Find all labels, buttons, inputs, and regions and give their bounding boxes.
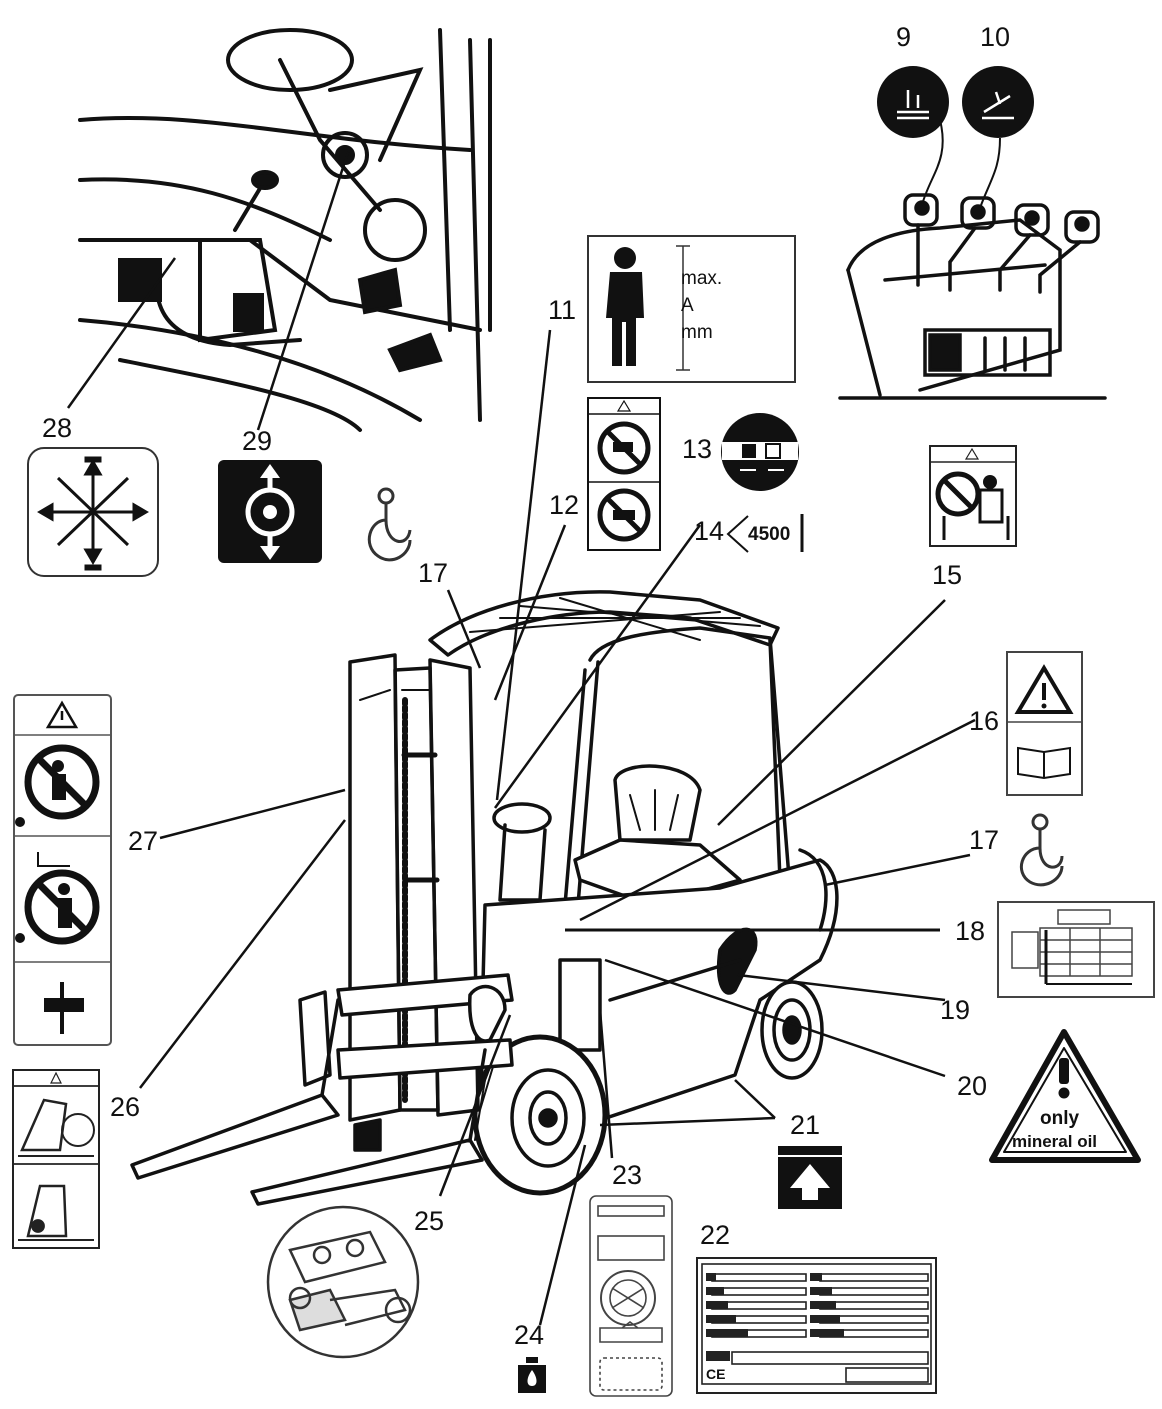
type-plate xyxy=(696,1257,937,1394)
callout-16: 16 xyxy=(969,706,1000,736)
callout-12: 12 xyxy=(549,490,580,520)
steering-wheel-icon xyxy=(226,28,354,92)
crane-hook-icon xyxy=(367,487,412,562)
no-passenger-sign xyxy=(587,397,661,551)
callout-15: 15 xyxy=(932,560,963,590)
callout-18: 18 xyxy=(955,916,986,946)
crane-hook-icon xyxy=(1019,813,1064,887)
oil-sign-line2: mineral oil xyxy=(1012,1132,1098,1151)
callout-13: 13 xyxy=(682,434,713,464)
capacity-chart-icon xyxy=(997,901,1155,998)
tilt-lever-icon xyxy=(962,66,1034,209)
callout-14: 14 xyxy=(694,516,725,546)
hydraulic-oil-warning-sign xyxy=(989,1029,1141,1163)
tip-over-warning-icon xyxy=(12,1069,100,1249)
callout-19: 19 xyxy=(940,995,971,1025)
callout-10: 10 xyxy=(980,22,1011,52)
callout-27: 27 xyxy=(128,826,159,856)
callout-21: 21 xyxy=(790,1110,821,1140)
callout-24: 24 xyxy=(514,1320,545,1350)
seat-belt-icon xyxy=(721,413,799,491)
ce-mark: CE xyxy=(706,1366,726,1382)
callout-11: 11 xyxy=(548,295,577,325)
height-sign-a: A xyxy=(681,295,694,316)
callout-29: 29 xyxy=(242,426,273,456)
callout-lines xyxy=(139,329,976,1326)
callout-17-left: 17 xyxy=(418,558,449,588)
height-sign-max: max. xyxy=(681,268,723,289)
warning-triangle-icon xyxy=(1014,664,1074,714)
height-sign-mm: mm xyxy=(681,322,713,343)
hand-warning-sign xyxy=(929,445,1017,547)
no-standing-under-load-sign xyxy=(13,694,112,1046)
manual-book-icon xyxy=(1017,746,1071,780)
hydraulic-oil-icon xyxy=(518,1357,546,1393)
lift-lever-icon xyxy=(877,66,949,206)
jacking-point-icon xyxy=(778,1146,842,1209)
cab-controls-illustration xyxy=(78,28,492,432)
callout-9: 9 xyxy=(896,22,912,52)
max-height-sign xyxy=(587,235,796,383)
callout-20: 20 xyxy=(957,1071,988,1101)
callout-23: 23 xyxy=(612,1160,643,1190)
callout-28: 28 xyxy=(42,413,73,443)
load-capacity-label xyxy=(726,514,804,553)
callout-17-right: 17 xyxy=(969,825,1000,855)
travel-direction-sign xyxy=(218,460,322,563)
hand-crush-icon xyxy=(44,982,84,1034)
read-manual-sign xyxy=(1006,651,1083,796)
callout-22: 22 xyxy=(700,1220,731,1250)
callout-26: 26 xyxy=(110,1092,141,1122)
no-passenger-icon xyxy=(597,488,651,542)
load-capacity-value: 4500 xyxy=(748,524,791,545)
oil-sign-line1: only xyxy=(1040,1108,1080,1129)
joystick-function-sign xyxy=(27,447,159,577)
no-standing-under-forks-icon xyxy=(597,421,651,475)
hydraulic-levers-illustration xyxy=(838,193,1107,400)
inspection-label xyxy=(589,1195,673,1397)
callout-25: 25 xyxy=(414,1206,445,1236)
fork-lock-detail xyxy=(266,1205,420,1359)
forklift-illustration xyxy=(130,590,839,1206)
